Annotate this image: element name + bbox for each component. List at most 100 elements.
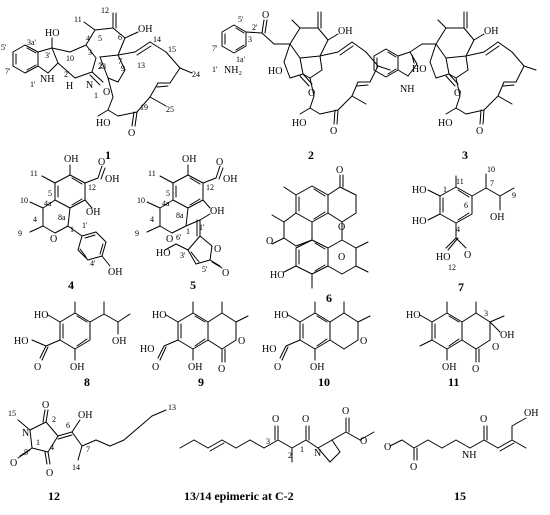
compound-8-structure	[31, 301, 131, 361]
compound-7-id: 7	[458, 280, 464, 294]
compound-11-id: 11	[448, 375, 459, 389]
c13-label-2: 2	[288, 451, 292, 460]
c5-label-3p: 3'	[180, 251, 186, 260]
c1-label-1p: 1'	[30, 80, 36, 89]
c7-label-12: 12	[448, 263, 456, 272]
c1-label-9: 9	[121, 64, 125, 73]
c1-label-6: 6	[118, 33, 122, 42]
c2-atom-ho-bottom: HO	[292, 118, 306, 129]
c5-label-8a: 8a	[176, 211, 184, 220]
c8-atom-oh-side: OH	[112, 336, 126, 347]
compound-1-labels: 5' 3a' 7' NH 1' 3' HO 10 2' H 3 4 N 2 O …	[1, 6, 200, 139]
c12-label-2: 2	[52, 415, 56, 424]
c5-atom-o-lactone: O	[214, 244, 221, 255]
compound-6-labels: O O O O HO	[266, 165, 345, 281]
c4-label-4: 4	[33, 215, 37, 224]
c5-label-10: 10	[137, 196, 145, 205]
c1-label-2p: 2'	[64, 70, 70, 79]
c10-atom-ho-acid: HO	[262, 344, 276, 355]
c13-label-1: 1	[300, 445, 304, 454]
c2-label-1ap: 1a'	[236, 55, 246, 64]
c1-label-24: 24	[192, 70, 200, 79]
c12-label-13: 13	[168, 403, 176, 412]
compound-10-id: 10	[318, 375, 330, 389]
c11-atom-oh: OH	[442, 362, 456, 373]
c1-label-25: 25	[166, 105, 174, 114]
c3-atom-ho-bottom: HO	[438, 118, 452, 129]
c1-atom-o19: O	[128, 128, 135, 139]
c8-atom-ho-acid: HO	[14, 336, 28, 347]
c13-atom-o-ketone: O	[272, 414, 279, 425]
c1-label-5: 5	[98, 34, 102, 43]
c12-atom-o-left: O	[10, 458, 17, 469]
c2-atom-o-ketone: O	[262, 10, 269, 21]
compound-15-labels: O O NH O OH	[384, 408, 538, 473]
compound-15-structure	[389, 417, 527, 461]
c13-atom-n: N	[314, 448, 321, 459]
c3-atom-o-lactam: O	[454, 88, 461, 99]
c3-atom-nh: NH	[400, 84, 414, 95]
c6-atom-o-ketone: O	[336, 165, 343, 176]
c4-label-10: 10	[20, 196, 28, 205]
c12-atom-oh: OH	[78, 410, 92, 421]
compound-1-id: 1	[105, 148, 111, 162]
c10-atom-oh: OH	[310, 362, 324, 373]
c7-label-7: 7	[490, 179, 494, 188]
compound-4-labels: OH O OH 12 OH 11 5 4a 10 4 9 8a O 1 1' 4…	[18, 154, 122, 278]
c7-label-10: 10	[487, 165, 495, 174]
c7-label-9: 9	[512, 191, 516, 200]
compound-15-id: 15	[454, 489, 466, 503]
compound-7-structure	[427, 173, 515, 251]
c12-label-4: 4	[50, 443, 54, 452]
c1-label-13: 13	[137, 61, 145, 70]
c13-atom-o-amide: O	[302, 414, 309, 425]
compound-4-structure	[29, 164, 111, 267]
c9-atom-ho: HO	[152, 310, 166, 321]
c6-atom-o-ring1: O	[338, 222, 345, 233]
compound-6-id: 6	[326, 291, 332, 305]
compound-8-id: 8	[84, 375, 90, 389]
compound-3-id: 3	[462, 148, 468, 162]
c1-label-7: 7	[118, 57, 122, 66]
c7-atom-ho-1: HO	[412, 185, 426, 196]
compound-10-labels: HO HO O OH O	[262, 310, 367, 373]
c7-label-1: 1	[443, 185, 447, 194]
c2-label-7p: 7'	[212, 44, 218, 53]
c4-atom-oh-right: OH	[86, 207, 100, 218]
compound-2-id: 2	[308, 148, 314, 162]
compound-2-structure	[221, 11, 391, 125]
c7-label-11: 11	[456, 177, 464, 186]
c13-label-3: 3	[266, 437, 270, 446]
c15-atom-nh: NH	[462, 450, 476, 461]
c1-atom-o1: O	[103, 87, 110, 98]
c1-label-19: 19	[140, 103, 148, 112]
c7-atom-ho-2: HO	[412, 216, 426, 227]
c1-label-4: 4	[86, 34, 90, 43]
c8-atom-ho: HO	[34, 310, 48, 321]
c10-atom-o-ring: O	[360, 336, 367, 347]
compound-3-labels: NH HO OH O HO O	[400, 26, 498, 137]
c1-atom-ho-bottom: HO	[96, 118, 110, 129]
c4-label-12: 12	[88, 183, 96, 192]
c5-atom-o-carbonyl: O	[222, 268, 229, 279]
c4-atom-oh-top: OH	[64, 154, 78, 165]
compound-3-structure	[373, 11, 537, 125]
c2-atom-o-lactam: O	[308, 88, 315, 99]
c4-label-4a: 4a	[44, 199, 52, 208]
compound-5-structure	[146, 164, 224, 269]
c1-label-7p: 7'	[5, 67, 11, 76]
compound-10-structure	[279, 301, 371, 361]
c11-atom-ho: HO	[406, 310, 420, 321]
c12-label-1: 1	[36, 438, 40, 447]
compound-9-labels: HO HO O OH O O	[140, 310, 245, 375]
c1-atom-oh-c7: OH	[138, 24, 152, 35]
c15-atom-o-amide: O	[480, 414, 487, 425]
c10-atom-ho: HO	[274, 310, 288, 321]
c1-label-10: 10	[66, 54, 74, 63]
c5-label-1p: 1'	[199, 223, 205, 232]
c10-atom-o-acid: O	[274, 362, 281, 373]
c12-label-7: 7	[86, 445, 90, 454]
c1-label-14: 14	[153, 35, 161, 44]
c2-label-2p: 2'	[252, 23, 258, 32]
c3-atom-oh: OH	[484, 26, 498, 37]
